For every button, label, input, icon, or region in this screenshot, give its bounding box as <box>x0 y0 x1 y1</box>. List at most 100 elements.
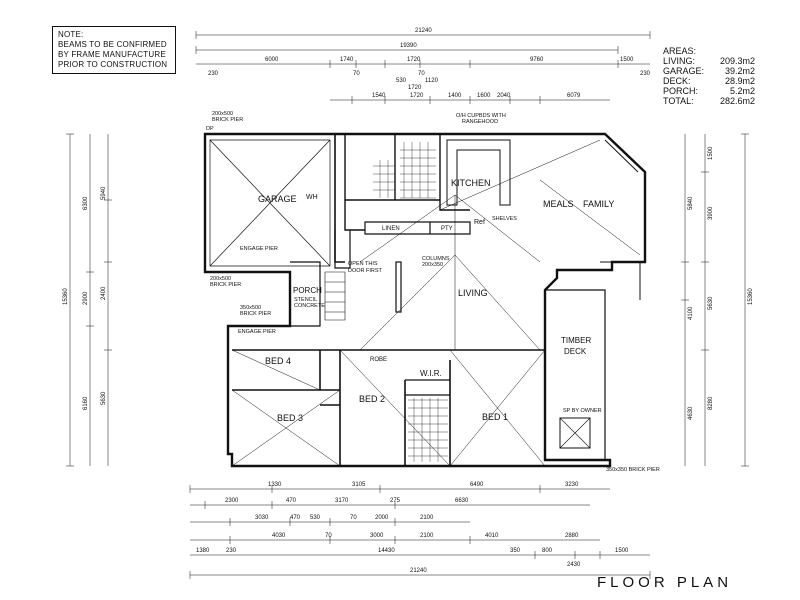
drawing-title: FLOOR PLAN <box>597 574 733 591</box>
dim-label: 1600 <box>477 93 491 99</box>
area-label: LIVING: <box>663 56 696 66</box>
tile-grid <box>373 142 436 199</box>
dim-top-second: 19390 <box>400 43 417 49</box>
dim-label: 6000 <box>265 57 279 63</box>
dim-label: 9760 <box>530 57 544 63</box>
dim-right-total: 15360 <box>748 288 754 305</box>
area-value: 28.9m2 <box>724 76 755 86</box>
column <box>395 261 402 313</box>
annotation-brick-pier: 200x500 <box>210 276 231 282</box>
dim-label: 1720 <box>408 85 422 91</box>
spa-box <box>559 417 591 449</box>
dim-label: 2400 <box>101 286 107 300</box>
family-bay <box>600 139 641 300</box>
room-label-kitchen: KITCHEN <box>451 178 491 188</box>
area-row: TOTAL: 282.6m2 <box>663 96 755 106</box>
area-row: LIVING:209.3m2 <box>663 56 755 66</box>
area-value: 39.2m2 <box>724 66 755 76</box>
room-label-meals: MEALS <box>543 199 574 209</box>
room-label-deck: DECK <box>564 347 587 356</box>
annotation-engage-pier: ENGAGE PIER <box>238 329 276 335</box>
annotation-columns: COLUMNS <box>422 256 450 262</box>
dim-label: 470 <box>290 515 301 521</box>
room-label-bed4: BED 4 <box>265 356 291 366</box>
annotation-rangehood: RANGEHOOD <box>462 119 498 125</box>
dim-label: 3170 <box>335 498 349 504</box>
annotation-dp: DP <box>206 126 214 132</box>
dim-label: 2100 <box>420 515 434 521</box>
construction-note: NOTE: BEAMS TO BE CONFIRMED BY FRAME MAN… <box>52 26 176 74</box>
annotation-brick-pier: 350x500 <box>240 305 261 311</box>
dim-label: 3000 <box>370 533 384 539</box>
annotation-open-door: DOOR FIRST <box>348 268 383 274</box>
area-label: DECK: <box>663 76 691 86</box>
dim-label: 230 <box>640 71 651 77</box>
dim-label: 5840 <box>688 196 694 210</box>
dim-top-total: 21240 <box>415 28 432 34</box>
note-line: NOTE: <box>58 30 84 39</box>
interior-wall <box>405 379 450 396</box>
dim-label: 275 <box>390 498 401 504</box>
porch-stairs <box>324 271 346 321</box>
annotation-brick-pier: BRICK PIER <box>212 117 243 123</box>
dim-label: 70 <box>350 515 357 521</box>
dim-label: 5630 <box>708 296 714 310</box>
interior-wall <box>364 221 471 235</box>
area-label: PORCH: <box>663 86 699 96</box>
dim-label: 530 <box>396 78 407 84</box>
annotation-engage-pier: ENGAGE PIER <box>240 246 278 252</box>
dim-label: 1540 <box>372 93 386 99</box>
dim-label: 2430 <box>567 562 581 568</box>
room-label-living: LIVING <box>458 288 488 298</box>
dim-label: 1500 <box>615 548 629 554</box>
dim-label: 1120 <box>425 78 439 84</box>
dim-label: 3030 <box>255 515 269 521</box>
kitchen-bench <box>446 139 511 206</box>
dim-label: 1500 <box>620 57 634 63</box>
porch-outline <box>290 261 321 327</box>
dim-label: 6630 <box>455 498 469 504</box>
dim-label: 1740 <box>340 57 354 63</box>
dim-label: 8280 <box>708 396 714 410</box>
roof-lines <box>345 133 641 351</box>
roof-lines <box>231 349 546 467</box>
dim-label: 2900 <box>83 291 89 305</box>
note-line: BY FRAME MANUFACTURE <box>58 50 166 59</box>
dim-label: 1720 <box>410 93 424 99</box>
dim-label: 6160 <box>83 396 89 410</box>
dim-label: 350 <box>510 548 521 554</box>
dim-label: 1500 <box>708 146 714 160</box>
room-label-pty: PTY <box>441 226 453 232</box>
annotation-cupboards: O/H CUPBDS WITH <box>456 113 506 119</box>
timber-deck <box>545 289 606 460</box>
dim-label: 4100 <box>688 306 694 320</box>
area-label: GARAGE: <box>663 66 705 76</box>
dim-bottom-total: 21240 <box>410 568 427 574</box>
area-value: 282.6m2 <box>719 96 755 106</box>
room-label-garage: GARAGE <box>258 194 297 204</box>
room-label-wir: W.I.R. <box>420 369 442 378</box>
area-label: TOTAL: <box>663 96 694 106</box>
dim-label: 6490 <box>470 482 484 488</box>
areas-table: AREAS: LIVING:209.3m2 GARAGE:39.2m2 DECK… <box>663 46 755 106</box>
dim-label: 4010 <box>485 533 499 539</box>
dim-label: 4030 <box>272 533 286 539</box>
garage-lines <box>209 139 331 267</box>
room-label-wh: WH <box>306 194 318 201</box>
dim-label: 1400 <box>448 93 462 99</box>
dim-label: 2300 <box>225 498 239 504</box>
dim-label: 3105 <box>352 482 366 488</box>
note-line: PRIOR TO CONSTRUCTION <box>58 60 168 69</box>
dim-label: 3230 <box>565 482 579 488</box>
room-label-porch: PORCH <box>293 286 322 295</box>
dim-label: 6079 <box>567 93 581 99</box>
dim-label: 5940 <box>101 186 107 200</box>
area-row: DECK: 28.9m2 <box>663 76 755 86</box>
dim-label: 230 <box>208 71 219 77</box>
room-label-bed3: BED 3 <box>277 413 303 423</box>
dim-label: 1720 <box>407 57 421 63</box>
dim-label: 70 <box>325 533 332 539</box>
note-line: BEAMS TO BE CONFIRMED <box>58 40 167 49</box>
dim-label: 1330 <box>268 482 282 488</box>
